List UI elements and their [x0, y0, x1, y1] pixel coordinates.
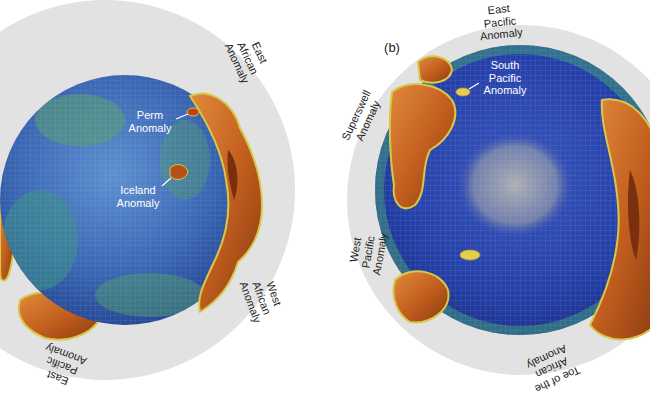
anomaly-label: Perm Anomaly: [127, 109, 173, 134]
anomaly-label: South Pacific Anomaly: [482, 59, 528, 97]
shell-disc: [0, 0, 295, 380]
anomaly-blob: [190, 94, 262, 312]
leader-line: [176, 114, 188, 119]
leader-line: [469, 83, 479, 89]
anomaly-blob: [456, 88, 470, 96]
anomaly-shade: [628, 170, 639, 260]
anomaly-label: West African Anomaly: [235, 267, 288, 329]
anomaly-blob: [390, 84, 456, 208]
anomaly-label: East Pacific Anomaly: [31, 339, 93, 392]
anomaly-shade: [227, 150, 237, 200]
anomaly-label: East Pacific Anomaly: [472, 0, 528, 43]
anomaly-blob: [187, 108, 199, 116]
anomaly-blob: [170, 165, 188, 180]
anomaly-blob: [460, 250, 480, 260]
anomaly-blob: [418, 56, 452, 82]
anomaly-label: Superswell Anomaly: [338, 85, 386, 150]
panel-label: (b): [384, 41, 400, 56]
anomaly-label: Iceland Anomaly: [113, 184, 163, 209]
anomaly-label: East African Anomaly: [220, 26, 276, 89]
leader-line: [162, 178, 171, 186]
anomaly-label: Toe of the African Anomaly: [518, 339, 587, 398]
anomaly-blob: [393, 271, 448, 322]
shell-disc: [347, 25, 650, 375]
anomaly-blob: [590, 99, 650, 339]
anomaly-label: West Pacific Anomaly: [345, 224, 391, 280]
